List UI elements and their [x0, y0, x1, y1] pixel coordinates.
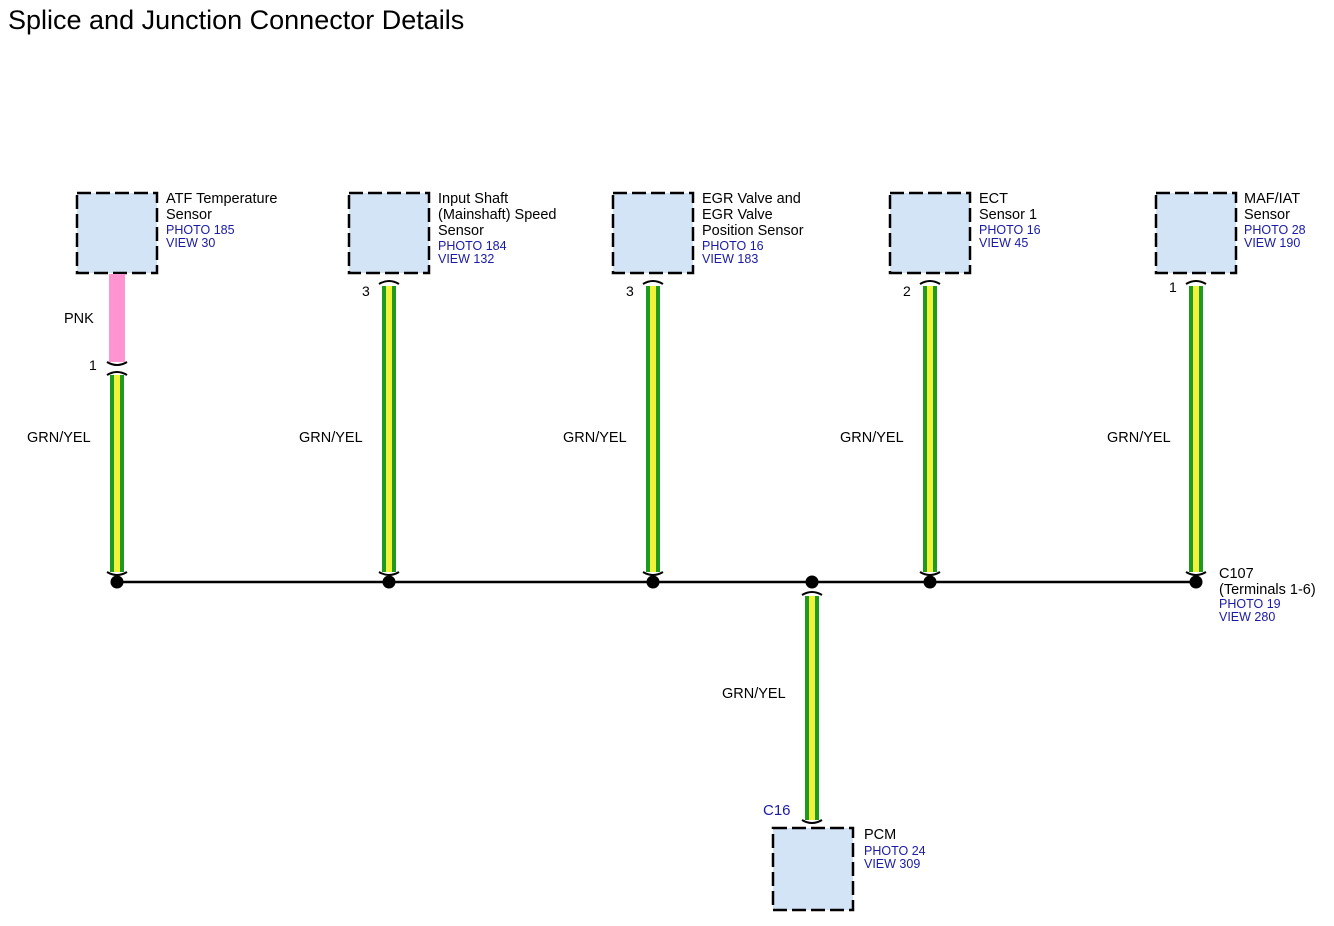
wire-connector-cap — [1185, 571, 1207, 576]
pin-number: 2 — [903, 283, 911, 299]
connector-id[interactable]: C16 — [763, 802, 791, 819]
wire-color-label: GRN/YEL — [563, 430, 627, 446]
wire-grn-yel — [378, 280, 400, 576]
wire-connector-cap — [378, 280, 400, 285]
pin-number: 1 — [89, 357, 97, 373]
yellow-wire-stripe — [809, 596, 815, 820]
wire-grn-yel — [642, 280, 664, 576]
component-pcm[interactable]: PCM PHOTO 24 VIEW 309 — [771, 826, 926, 912]
component-egr-valve[interactable]: EGR Valve and EGR Valve Position Sensor … — [611, 191, 804, 275]
wire-connector-cap — [106, 571, 128, 576]
component-name-line: Sensor 1 — [979, 207, 1037, 223]
maf-iat-sensor-box[interactable] — [1154, 191, 1238, 275]
wire-connector-cap — [1185, 280, 1207, 285]
wire-connector-cap — [801, 591, 823, 596]
photo-reference[interactable]: PHOTO 24 — [864, 844, 926, 858]
component-name-line: Input Shaft — [438, 191, 508, 207]
component-maf-iat-sensor[interactable]: MAF/IAT Sensor PHOTO 28 VIEW 190 — [1154, 191, 1306, 275]
input-shaft-sensor-box[interactable] — [347, 191, 431, 275]
photo-reference[interactable]: PHOTO 185 — [166, 223, 235, 237]
wire-color-label: GRN/YEL — [722, 686, 786, 702]
page-title: Splice and Junction Connector Details — [8, 5, 464, 35]
wire-grn-yel — [106, 375, 128, 576]
component-name-line: Sensor — [438, 223, 484, 239]
splice-dot — [646, 575, 660, 589]
photo-reference[interactable]: PHOTO 28 — [1244, 223, 1306, 237]
component-name-line: Position Sensor — [702, 223, 804, 239]
junction-name: C107 — [1219, 566, 1254, 582]
yellow-wire-stripe — [1193, 286, 1199, 572]
wire-connector-cap — [642, 280, 664, 285]
pin-number: 1 — [1169, 279, 1177, 295]
component-name-line: ECT — [979, 191, 1008, 207]
view-reference[interactable]: VIEW 280 — [1219, 610, 1275, 624]
view-reference[interactable]: VIEW 30 — [166, 236, 215, 250]
splice-dot — [805, 575, 819, 589]
yellow-wire-stripe — [386, 286, 392, 572]
view-reference[interactable]: VIEW 183 — [702, 252, 758, 266]
wire-color-label: GRN/YEL — [1107, 430, 1171, 446]
wire-color-label: PNK — [64, 311, 94, 327]
component-input-shaft-speed-sensor[interactable]: Input Shaft (Mainshaft) Speed Sensor PHO… — [347, 191, 556, 275]
component-name-line: MAF/IAT — [1244, 191, 1300, 207]
view-reference[interactable]: VIEW 132 — [438, 252, 494, 266]
junction-terminals: (Terminals 1-6) — [1219, 582, 1316, 598]
photo-reference[interactable]: PHOTO 184 — [438, 239, 507, 253]
atf-sensor-box[interactable] — [75, 191, 159, 275]
wire-color-label: GRN/YEL — [299, 430, 363, 446]
wire-grn-yel — [919, 280, 941, 576]
photo-reference[interactable]: PHOTO 16 — [979, 223, 1041, 237]
photo-reference[interactable]: PHOTO 16 — [702, 239, 764, 253]
pcm-box[interactable] — [771, 826, 855, 912]
component-name-line: Sensor — [166, 207, 212, 223]
pin-number: 3 — [362, 283, 370, 299]
wire-connector-cap — [642, 571, 664, 576]
wire-connector-cap — [801, 819, 823, 824]
component-name-line: ATF Temperature — [166, 191, 277, 207]
pin-number: 3 — [626, 283, 634, 299]
wire-connector-cap — [919, 280, 941, 285]
wire-pnk — [106, 274, 128, 376]
component-name-line: PCM — [864, 827, 896, 843]
wire-connector-cap — [106, 371, 128, 376]
view-reference[interactable]: VIEW 45 — [979, 236, 1028, 250]
photo-reference[interactable]: PHOTO 19 — [1219, 597, 1281, 611]
yellow-wire-stripe — [650, 286, 656, 572]
view-reference[interactable]: VIEW 190 — [1244, 236, 1300, 250]
yellow-wire-stripe — [114, 375, 120, 572]
component-name-line: Sensor — [1244, 207, 1290, 223]
splice-dot — [1189, 575, 1203, 589]
junction-connector-c107[interactable]: C107 (Terminals 1-6) PHOTO 19 VIEW 280 — [1219, 566, 1316, 624]
ect-sensor-box[interactable] — [888, 191, 972, 275]
wire-connector-cap — [378, 571, 400, 576]
wire-connector-cap — [106, 361, 128, 366]
component-name-line: EGR Valve — [702, 207, 773, 223]
component-name-line: (Mainshaft) Speed — [438, 207, 556, 223]
wire-color-label: GRN/YEL — [840, 430, 904, 446]
yellow-wire-stripe — [927, 286, 933, 572]
wire-grn-yel-pcm — [801, 591, 823, 824]
egr-valve-box[interactable] — [611, 191, 695, 275]
wire-grn-yel — [1185, 280, 1207, 576]
component-ect-sensor-1[interactable]: ECT Sensor 1 PHOTO 16 VIEW 45 — [888, 191, 1041, 275]
pink-wire-segment — [109, 274, 125, 362]
component-name-line: EGR Valve and — [702, 191, 801, 207]
wire-color-label: GRN/YEL — [27, 430, 91, 446]
splice-dot — [382, 575, 396, 589]
component-atf-temperature-sensor[interactable]: ATF Temperature Sensor PHOTO 185 VIEW 30 — [75, 191, 277, 275]
splice-dot — [923, 575, 937, 589]
view-reference[interactable]: VIEW 309 — [864, 857, 920, 871]
wire-connector-cap — [919, 571, 941, 576]
splice-dot — [110, 575, 124, 589]
